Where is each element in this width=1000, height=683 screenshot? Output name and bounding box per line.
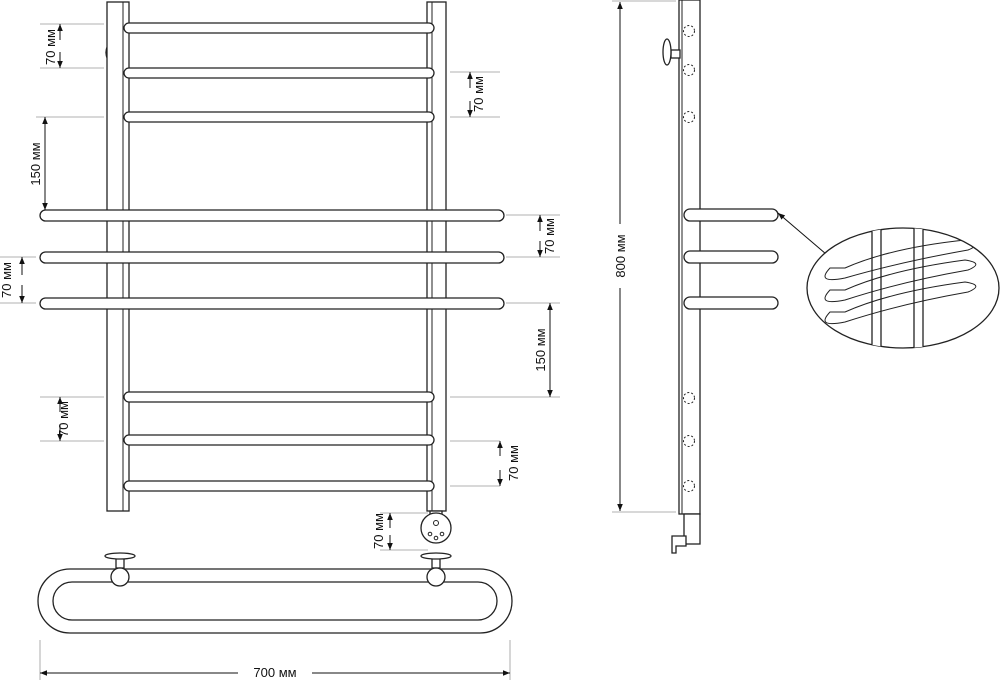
front-dimension-arrows: [19, 24, 553, 550]
bottom-rungs: [123, 391, 435, 492]
detail-callout: [777, 212, 1000, 349]
side-wall-mount: [662, 38, 681, 66]
top-view-bracket-left: [104, 552, 136, 587]
heater-spacing-label: 70 мм: [371, 513, 386, 549]
bottom-right-spacing-label: 70 мм: [506, 445, 521, 481]
mid-left-spacing-label: 70 мм: [0, 262, 14, 298]
mid-right-spacing-label: 70 мм: [542, 218, 557, 254]
side-long-rungs: [683, 208, 779, 310]
top-view: 700 мм: [37, 552, 513, 680]
left-section-gap-label: 150 мм: [28, 142, 43, 185]
front-view: 70 мм 70 мм 150 мм 70 мм 70 мм 150 мм 70…: [0, 1, 560, 551]
top-left-spacing-label: 70 мм: [43, 29, 58, 65]
side-view: 800 мм: [612, 0, 779, 554]
callout-leader: [777, 212, 827, 255]
top-right-spacing-label: 70 мм: [471, 76, 486, 112]
total-width-label: 700 мм: [253, 665, 296, 680]
total-height-label: 800 мм: [613, 234, 628, 277]
bottom-left-spacing-label: 70 мм: [56, 401, 71, 437]
top-view-bracket-right: [420, 552, 452, 587]
long-middle-rungs: [39, 209, 505, 310]
electric-heater: [420, 510, 452, 544]
side-heater: [671, 513, 701, 554]
side-mount-points: [683, 25, 695, 492]
top-rungs: [123, 22, 435, 123]
right-section-gap-label: 150 мм: [533, 328, 548, 371]
